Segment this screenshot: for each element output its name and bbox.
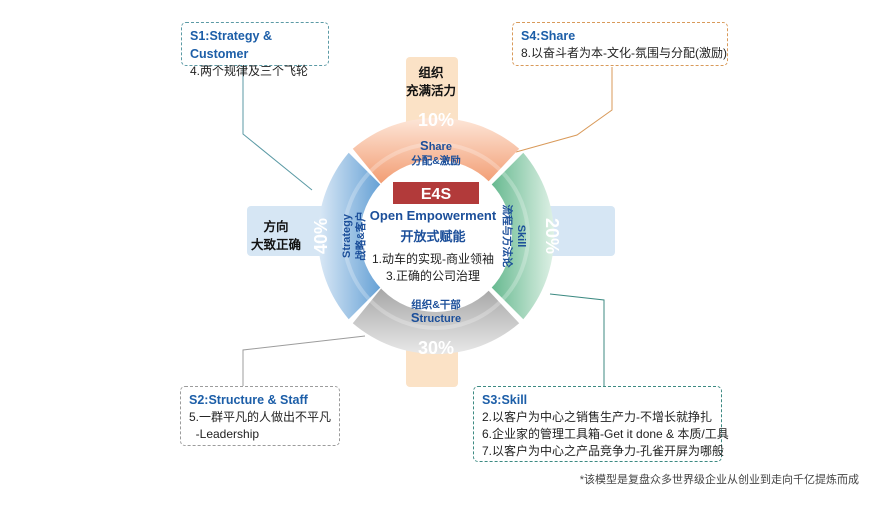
callout-s3-skill: S3:Skill 2.以客户为中心之销售生产力-不增长就挣扎 6.企业家的管理工… <box>473 386 729 462</box>
callout-s2-line: 5.一群平凡的人做出不平凡 <box>189 410 332 424</box>
strategy-percent: 40% <box>311 218 331 254</box>
connector-s2 <box>242 335 366 386</box>
connector-s1 <box>242 67 313 191</box>
skill-cn-label: 流程与方法论 <box>501 205 514 268</box>
skill-en-label: Skill <box>515 225 527 248</box>
center-title-en: Open Empowerment <box>369 208 497 223</box>
structure-en-rest: tructure <box>420 313 462 325</box>
center-title-cn: 开放式赋能 <box>400 229 466 244</box>
callout-s1-strategy: S1:Strategy & Customer 4.两个规律及三个飞轮 <box>181 22 329 78</box>
top-band-label-line1: 组织 <box>418 66 444 80</box>
share-percent: 10% <box>418 110 454 130</box>
left-band-label-line2: 大致正确 <box>250 238 301 252</box>
callout-s4-share: S4:Share 8.以奋斗者为本-文化-氛围与分配(激励) <box>512 22 728 66</box>
callout-s2-structure: S2:Structure & Staff 5.一群平凡的人做出不平凡 -Lead… <box>180 386 340 446</box>
structure-en-label: Structure <box>411 310 461 325</box>
top-band-label: 组织 充满活力 <box>398 64 464 100</box>
structure-percent: 30% <box>418 338 454 358</box>
callout-s4-title: S4:Share <box>521 29 576 43</box>
connector-s4 <box>515 67 613 153</box>
e4s-badge <box>393 182 479 204</box>
structure-cn-label: 组织&干部 <box>411 298 461 311</box>
callout-s1-line: 4.两个规律及三个飞轮 <box>190 64 309 78</box>
left-band-label-line1: 方向 <box>263 220 289 234</box>
callout-s4-line: 8.以奋斗者为本-文化-氛围与分配(激励) <box>521 46 727 60</box>
strategy-en-label: Strategy <box>341 213 353 258</box>
callout-s3-line: 6.企业家的管理工具箱-Get it done & 本质/工具 <box>482 427 729 441</box>
top-band-label-line2: 充满活力 <box>405 84 456 98</box>
structure-en-initial: S <box>411 310 420 325</box>
callout-s3-title: S3:Skill <box>482 393 528 407</box>
horizontal-band-left <box>247 206 337 256</box>
share-en-rest: hare <box>429 141 452 153</box>
strategy-cn-label: 战略&客户 <box>354 211 367 261</box>
skill-percent: 20% <box>542 218 562 254</box>
connector-s3 <box>549 293 605 386</box>
center-line-1: 1.动车的实现-商业领袖 <box>371 252 494 266</box>
callout-s3-line: 2.以客户为中心之销售生产力-不增长就挣扎 <box>482 410 713 424</box>
e4s-badge-text: E4S <box>421 186 452 203</box>
callout-s1-title: S1:Strategy & Customer <box>190 29 272 61</box>
inner-ring-shadow <box>342 142 530 330</box>
callout-s2-title: S2:Structure & Staff <box>189 393 308 407</box>
left-band-label: 方向 大致正确 <box>243 218 309 254</box>
callout-s2-line: -Leadership <box>189 427 260 441</box>
share-cn-label: 分配&激励 <box>411 154 461 167</box>
center-line-2: 3.正确的公司治理 <box>385 269 480 283</box>
footnote: *该模型是复盘众多世界级企业从创业到走向千亿提炼而成 <box>579 474 859 486</box>
callout-s3-line: 7.以客户为中心之产品竞争力-孔雀开屏为哪般 <box>482 444 725 458</box>
share-en-initial: S <box>420 138 429 153</box>
share-en-label: Share <box>420 138 452 153</box>
